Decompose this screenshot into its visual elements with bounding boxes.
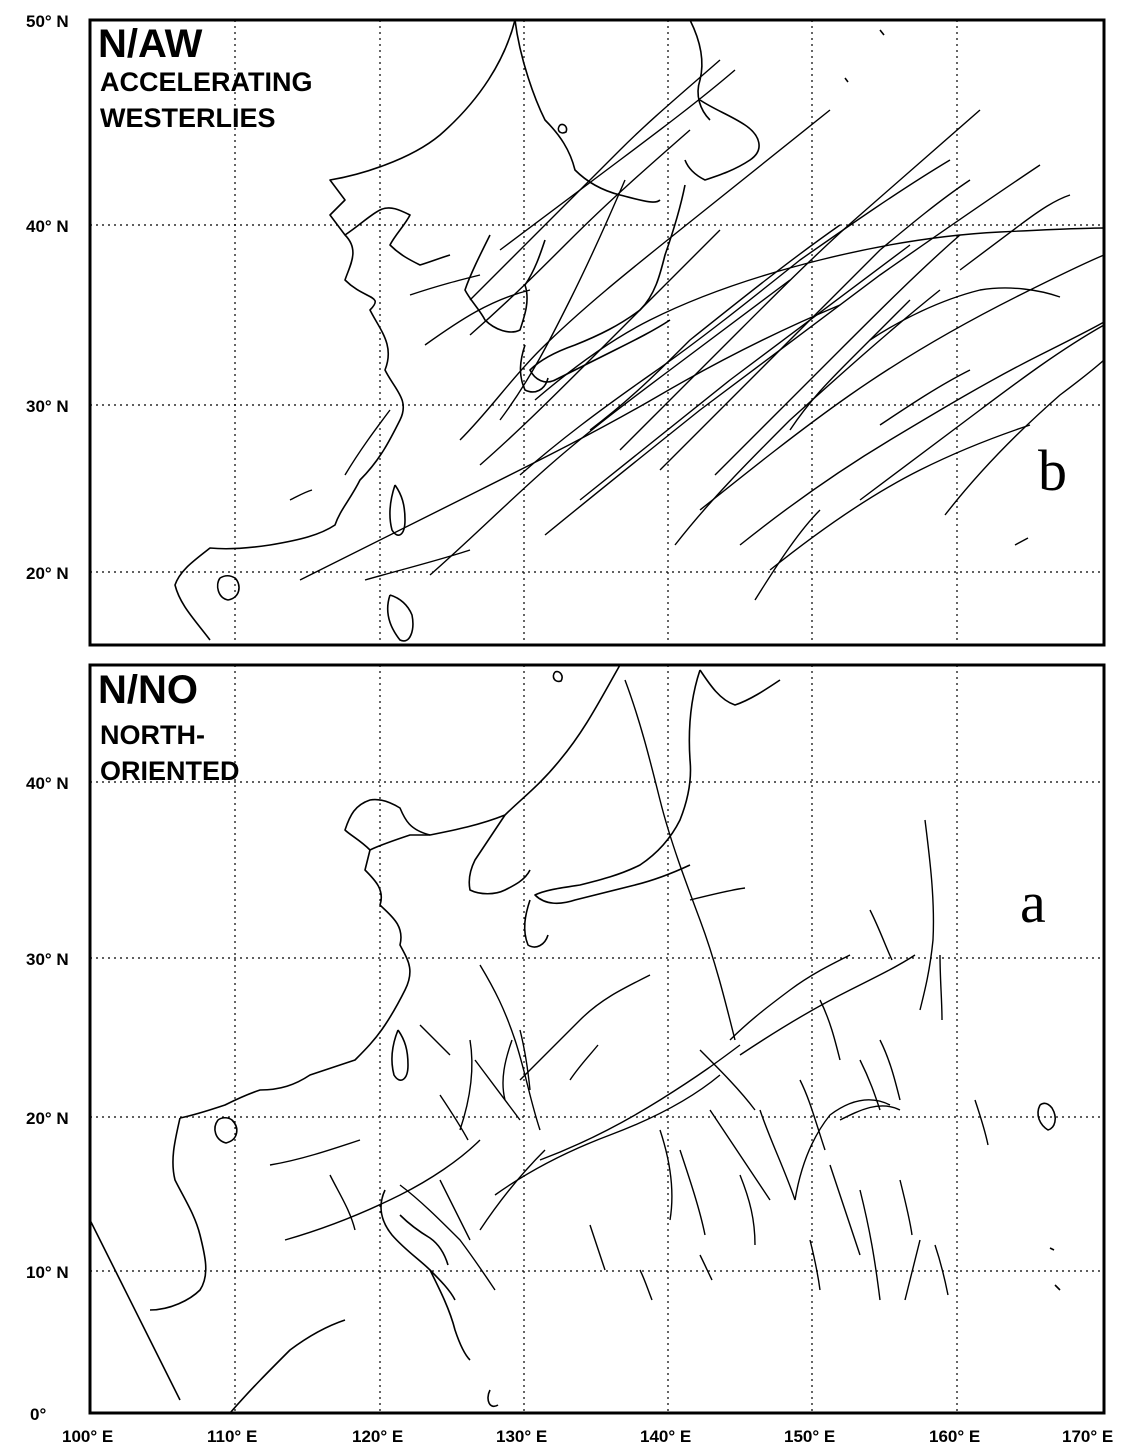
lon-label-130e: 130° E <box>496 1427 547 1446</box>
lon-label-140e: 140° E <box>640 1427 691 1446</box>
bottom-lat-label-10n: 10° N <box>26 1263 69 1282</box>
top-panel-description-line2: WESTERLIES <box>100 103 276 133</box>
bottom-tracks <box>269 679 989 1301</box>
longitude-labels: 100° E 110° E 120° E 130° E 140° E 150° … <box>62 1427 1113 1446</box>
lon-label-110e: 110° E <box>207 1427 257 1446</box>
panel-bottom: N/NO NORTH- ORIENTED a 40° N 30° N 20° N… <box>26 663 1106 1424</box>
top-grid <box>90 20 1104 645</box>
top-lat-label-20n: 20° N <box>26 564 69 583</box>
bottom-lat-label-0: 0° <box>30 1405 46 1424</box>
bottom-panel-frame <box>88 663 1106 1415</box>
panel-top: N/AW ACCELERATING WESTERLIES b 50° N 40°… <box>26 12 1106 647</box>
top-tracks <box>289 59 1105 601</box>
top-lat-label-30n: 30° N <box>26 397 69 416</box>
top-lat-label-40n: 40° N <box>26 217 69 236</box>
top-panel-letter: b <box>1038 438 1067 503</box>
bottom-panel-code: N/NO <box>98 668 198 712</box>
top-panel-description-line1: ACCELERATING <box>100 67 313 97</box>
bottom-lat-label-40n: 40° N <box>26 774 69 793</box>
bottom-lat-label-30n: 30° N <box>26 950 69 969</box>
bottom-panel-description-line1: NORTH- <box>100 720 205 750</box>
top-lat-label-50n: 50° N <box>26 12 69 31</box>
bottom-grid <box>90 665 1104 1413</box>
top-coastlines <box>174 19 885 642</box>
lon-label-160e: 160° E <box>929 1427 980 1446</box>
lon-label-100e: 100° E <box>62 1427 113 1446</box>
bottom-panel-description-line2: ORIENTED <box>100 756 240 786</box>
top-panel-frame <box>88 18 1106 647</box>
lon-label-120e: 120° E <box>352 1427 403 1446</box>
bottom-panel-letter: a <box>1020 870 1046 935</box>
lon-label-170e: 170° E <box>1062 1427 1113 1446</box>
lon-label-150e: 150° E <box>784 1427 835 1446</box>
bottom-lat-label-20n: 20° N <box>26 1109 69 1128</box>
top-panel-code: N/AW <box>98 22 203 66</box>
bottom-coastlines <box>89 664 1061 1414</box>
